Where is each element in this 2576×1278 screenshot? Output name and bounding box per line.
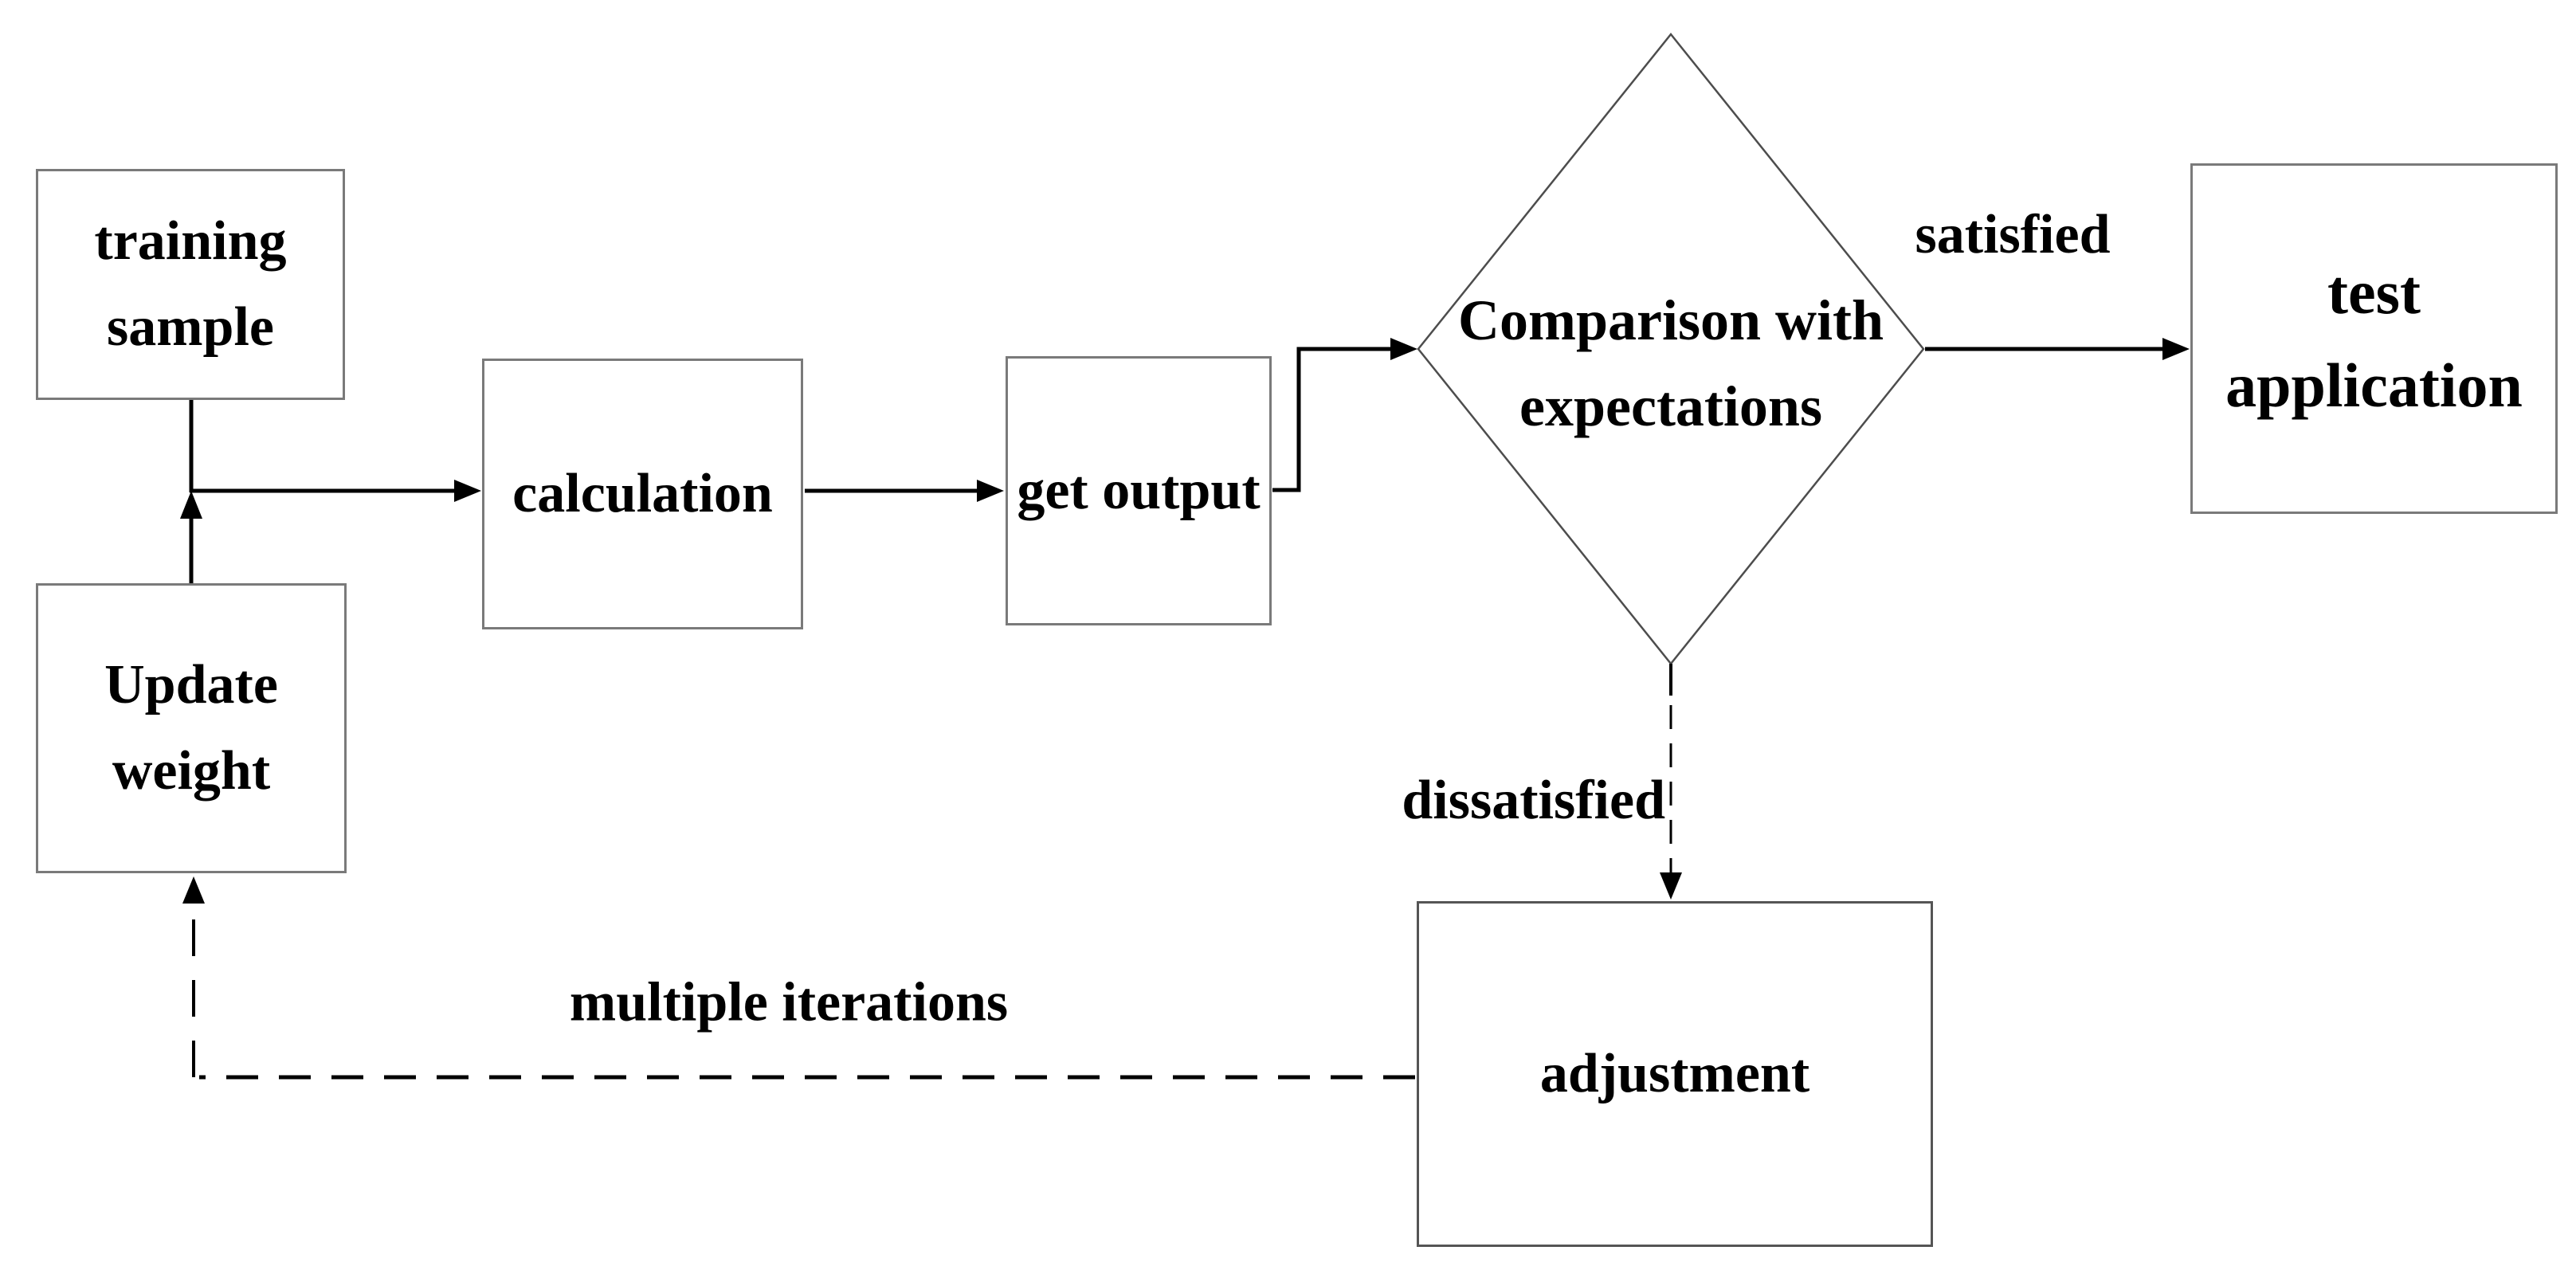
node-test-application: test application	[2190, 163, 2558, 514]
edge-label-satisfied: satisfied	[1915, 204, 2111, 265]
node-label: adjustment	[1539, 1042, 1810, 1104]
node-label: sample	[107, 296, 274, 358]
node-adjustment: adjustment	[1417, 901, 1933, 1247]
node-label: Update	[104, 653, 278, 715]
node-label: expectations	[1519, 374, 1822, 438]
node-update-weight: Update weight	[36, 583, 347, 873]
node-comparison-with-expectations: Comparison with expectations	[1450, 64, 1892, 645]
edge-adjustment-arrowhead	[1660, 872, 1682, 900]
edge-label-dissatisfied: dissatisfied	[1402, 770, 1665, 831]
edge-calculation-arrowhead	[454, 480, 481, 502]
node-label: test	[2327, 257, 2421, 327]
node-calculation: calculation	[482, 359, 803, 629]
edge-update-weight-arrowhead	[180, 491, 202, 519]
node-label: weight	[112, 740, 271, 802]
node-get-output: get output	[1006, 356, 1272, 625]
node-label: Comparison with	[1457, 288, 1884, 352]
node-label: get output	[1017, 459, 1261, 521]
node-label: training	[94, 210, 287, 272]
edge-update-weight-loop-arrowhead	[182, 876, 205, 904]
node-label: application	[2225, 351, 2523, 420]
node-label: calculation	[512, 462, 773, 524]
edge-label-line: iterations	[782, 971, 1009, 1033]
edge-get-output-to-comparison	[1272, 347, 1392, 492]
edge-comparison-arrowhead	[1390, 338, 1417, 360]
edge-label-line: multiple	[569, 971, 768, 1033]
edge-get-output-arrowhead	[977, 480, 1004, 502]
edge-test-application-arrowhead	[2162, 338, 2190, 360]
node-training-sample: training sample	[36, 169, 345, 400]
edge-label-multiple-iterations: multiple iterations	[570, 957, 1008, 1049]
